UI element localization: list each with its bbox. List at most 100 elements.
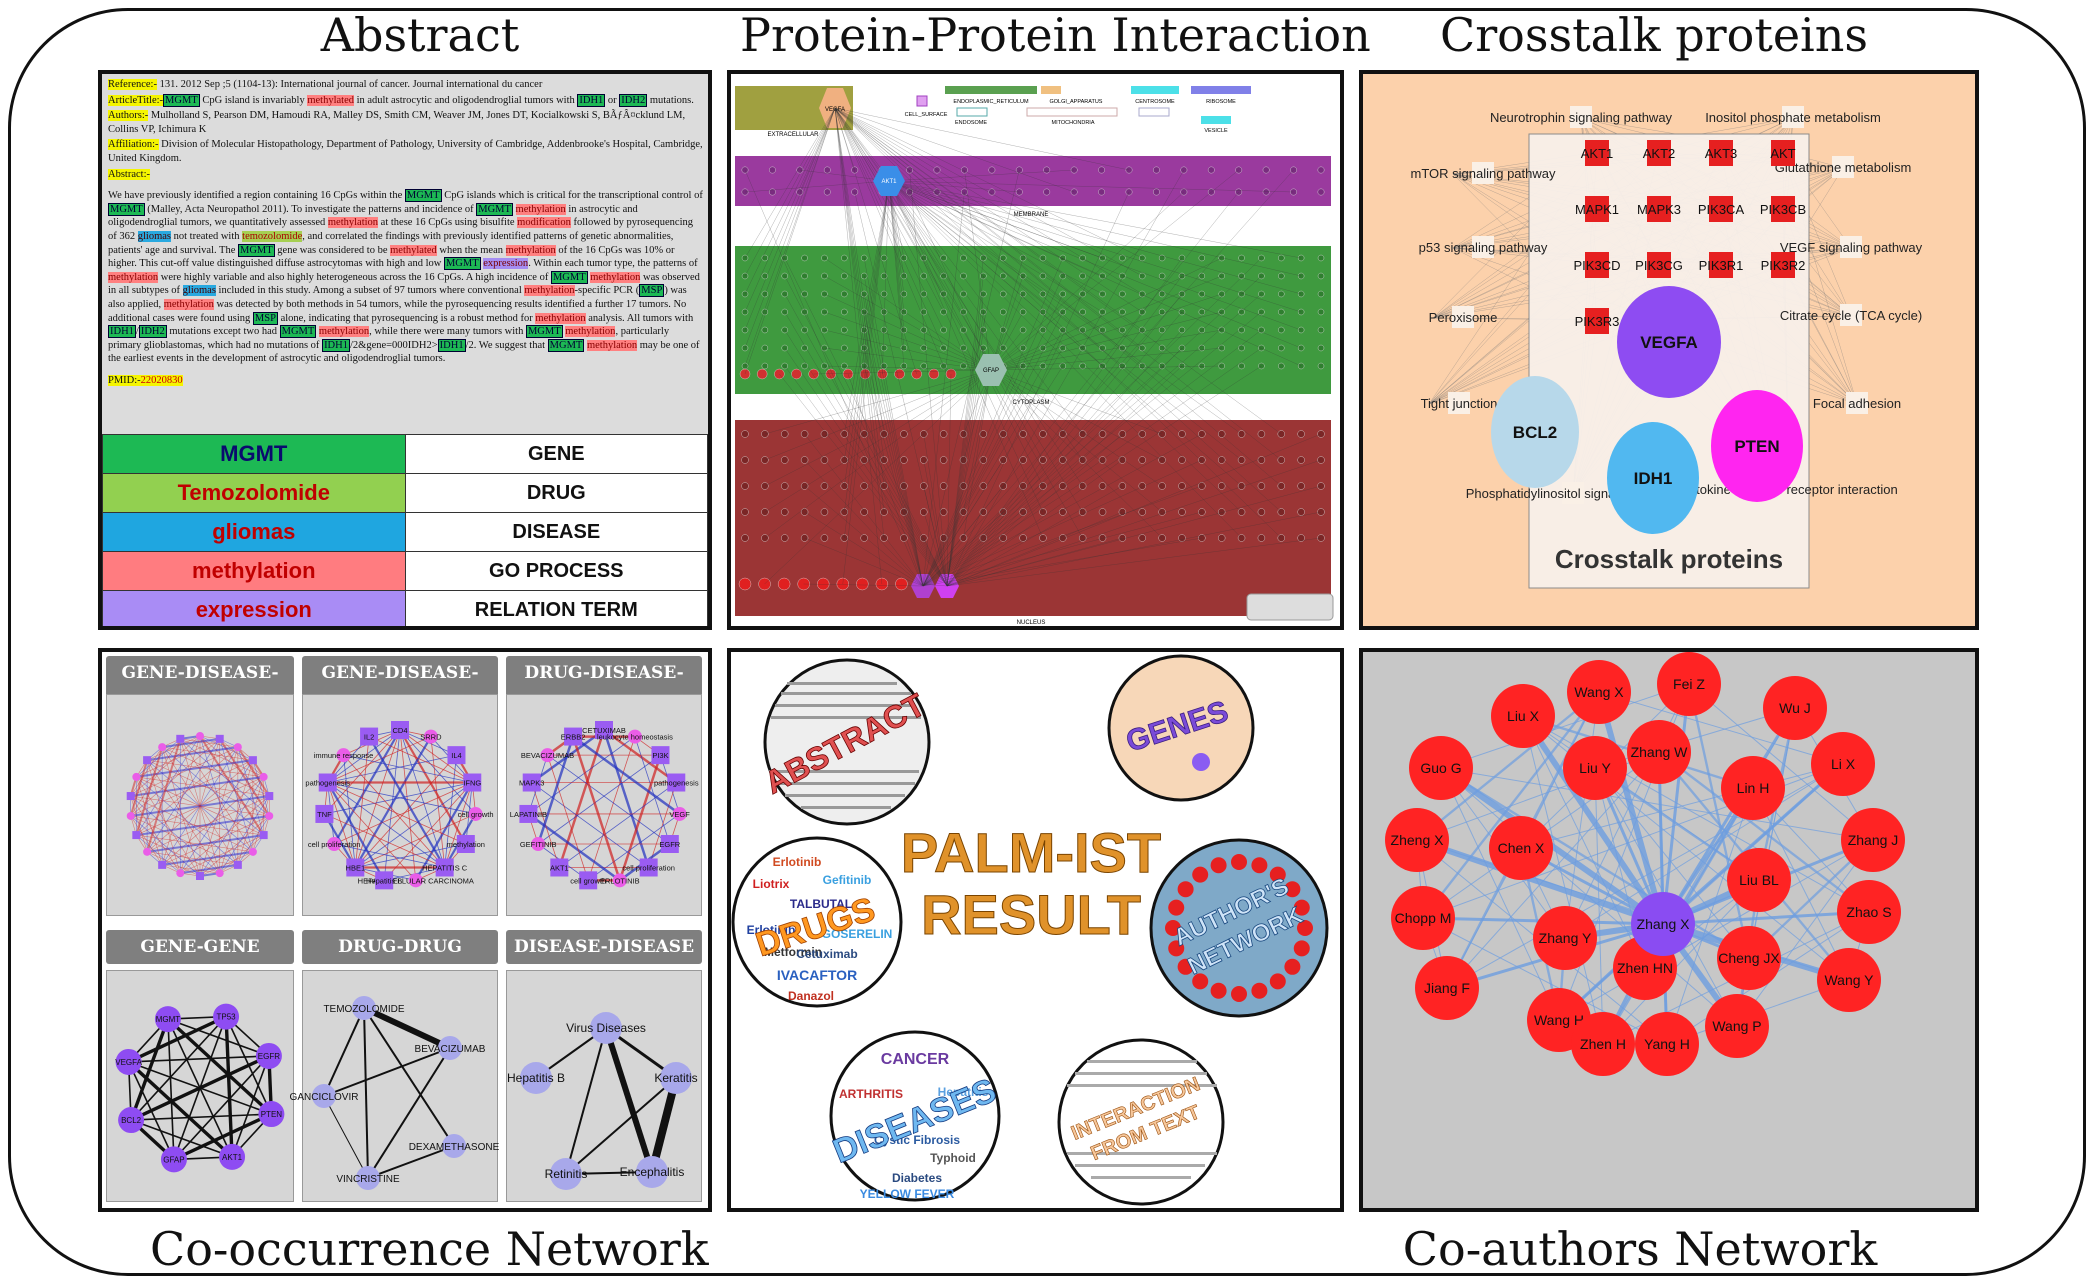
interaction-edge (834, 107, 1143, 313)
cooc-node (233, 743, 242, 752)
interaction-edge (888, 180, 1302, 331)
interaction-edge (963, 369, 992, 513)
protein-node (1238, 254, 1245, 262)
interaction-edge (764, 369, 992, 585)
cooc-label: IL4 (451, 751, 461, 760)
interaction-edge (922, 293, 1063, 587)
interaction-edge (990, 275, 1222, 371)
author-dot (1269, 973, 1286, 990)
drug-word: Gefitinib (823, 873, 872, 887)
cooc-label: TNF (317, 810, 332, 819)
protein-node (781, 344, 788, 352)
protein-node (1217, 456, 1226, 464)
interaction-edge (834, 107, 1282, 539)
protein-node (781, 326, 788, 334)
interaction-edge (990, 369, 1163, 513)
cooc-node (315, 804, 334, 823)
interaction-edge (923, 459, 948, 587)
drug-word: Erlotinib (773, 855, 822, 869)
interaction-edge (764, 369, 992, 513)
interaction-edge (888, 180, 1302, 259)
protein-node (1237, 430, 1246, 438)
protein-node (1039, 326, 1047, 334)
interaction-edge (946, 365, 1183, 587)
protein-label: MAPK1 (1575, 202, 1619, 217)
legend-type: DISEASE (404, 512, 708, 552)
cooc-edge (327, 782, 417, 881)
cooc-edge (565, 1027, 607, 1175)
interaction-edge (824, 347, 992, 371)
cooc-edge (572, 735, 681, 815)
protein-node (875, 577, 889, 591)
ribosome-label: RIBOSOME (1206, 99, 1236, 105)
interaction-edge (888, 180, 1044, 461)
protein-node (1198, 272, 1206, 280)
interaction-edge (834, 107, 1143, 331)
protein-node (988, 166, 996, 174)
cooc-label: cell proliferation (308, 840, 361, 849)
interaction-edge (920, 583, 948, 587)
coauthor-node (1563, 736, 1627, 800)
protein-node (1709, 196, 1733, 222)
cooc-edge (180, 738, 264, 778)
protein-node (1178, 508, 1186, 516)
protein-node (1217, 430, 1226, 438)
title-part: in adult astrocytic and oligodendroglial… (353, 94, 578, 106)
reference-text: 131. 2012 Sep ;5 (1104-13): Internationa… (156, 79, 543, 90)
coauthor-node (1837, 880, 1901, 944)
zoom-control[interactable] (1246, 593, 1334, 621)
cooc-edge (327, 782, 445, 868)
cooc-node (258, 1101, 285, 1128)
cooc-label: pathogenesis (305, 779, 350, 788)
cooc-edge (252, 760, 270, 817)
cooc-label: Hepatitis B (366, 876, 402, 885)
interaction-edge (824, 257, 992, 371)
protein-node (1138, 456, 1146, 464)
coauthor-node (1817, 948, 1881, 1012)
cooc-node (196, 872, 204, 880)
interaction-edge (888, 180, 1302, 349)
cooc-edge (167, 1018, 270, 1057)
coauthor-node (1571, 1012, 1635, 1076)
cooc-label: PTEN (261, 1110, 283, 1119)
interaction-edge (946, 511, 1322, 587)
interaction-edge (946, 433, 1123, 587)
protein-node (801, 254, 808, 262)
disease-word: Typhoid (930, 1151, 976, 1165)
cooc-edge (367, 1047, 451, 1179)
protein-node (1178, 290, 1186, 298)
drugs-circle (731, 836, 903, 1008)
cooc-edge (323, 1095, 369, 1179)
interaction-edge (784, 275, 948, 587)
pathway-label: Glutathione metabolism (1775, 160, 1912, 175)
hub-protein-label: PTEN (1734, 437, 1779, 456)
coauthor-edge (1520, 763, 1844, 849)
coauthor-label: Jiang F (1424, 980, 1470, 996)
cooc-edge (323, 1007, 365, 1097)
entity-highlight: methylation (318, 326, 370, 338)
interaction-edge (990, 169, 1239, 371)
interaction-edge (888, 180, 1103, 331)
cooc-edge (343, 754, 445, 868)
cooc-edge (430, 736, 446, 868)
interaction-edge (842, 180, 890, 585)
protein-node (800, 482, 809, 490)
cooc-edge (136, 776, 239, 866)
pathway-label: VEGF signaling pathway (1780, 240, 1923, 255)
coauthor-edge (1687, 683, 1751, 959)
interaction-edge (888, 180, 1103, 349)
protein-node (1647, 252, 1671, 278)
interaction-edge (946, 257, 984, 587)
entity-highlight: MGMT (525, 325, 563, 339)
cooc-edge (129, 1018, 170, 1121)
protein-node (781, 534, 789, 542)
protein-node (1139, 254, 1146, 262)
coauthor-label: Liu BL (1739, 872, 1779, 888)
cooc-node (215, 869, 224, 878)
protein-node (1198, 254, 1206, 262)
coauthor-node (1717, 926, 1781, 990)
cooc-edge (219, 738, 264, 778)
coauthor-label: Guo G (1420, 760, 1461, 776)
protein-node (1207, 166, 1215, 174)
